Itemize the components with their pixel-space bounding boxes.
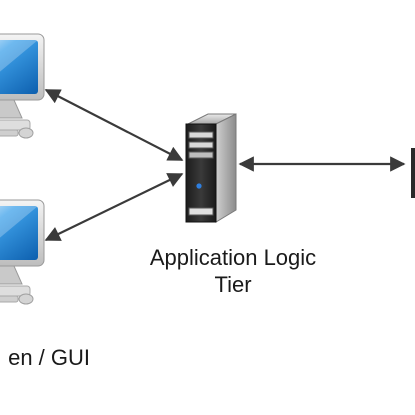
connector-arrow-bottom-client (44, 173, 184, 241)
application-tier-label-line1: Application Logic (149, 245, 317, 270)
desktop-computer-icon (0, 199, 45, 305)
truncated-node-edge (411, 148, 415, 198)
client-tier-label: en / GUI (8, 345, 90, 370)
desktop-computer-icon (0, 33, 45, 139)
application-tier-label-line2: Tier (214, 272, 252, 297)
server-icon (185, 113, 237, 223)
connector-arrow-top-client (44, 89, 184, 161)
application-tier-label: Application Logic Tier (118, 244, 348, 298)
